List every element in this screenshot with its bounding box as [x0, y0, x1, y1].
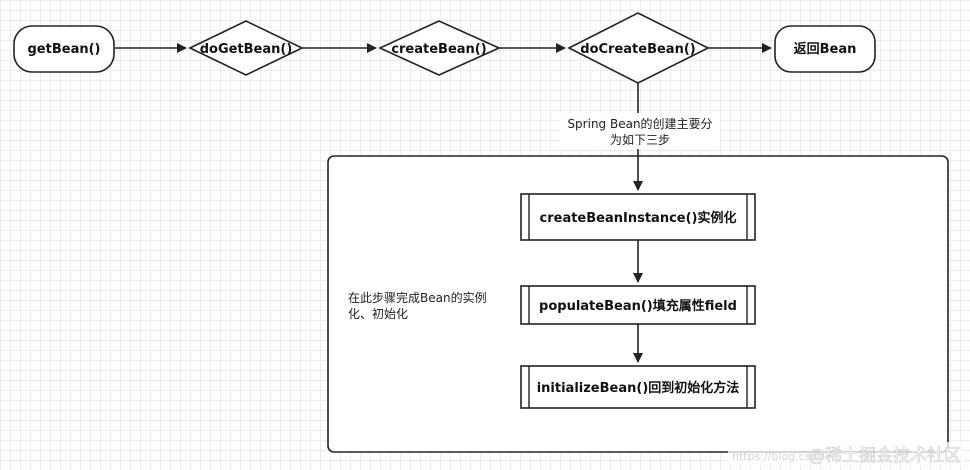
node-get-bean-label: getBean() — [28, 42, 101, 57]
node-do-get-bean-label: doGetBean() — [200, 42, 293, 57]
node-do-get-bean: doGetBean() — [188, 20, 304, 76]
node-return-bean: 返回Bean — [774, 25, 876, 73]
note-side-line2: 化、初始化 — [348, 307, 408, 321]
note-side: 在此步骤完成Bean的实例 化、初始化 — [348, 290, 487, 321]
node-do-create-bean: doCreateBean() — [567, 12, 710, 84]
node-return-bean-label: 返回Bean — [794, 42, 857, 57]
note-top-line2: 为如下三步 — [610, 132, 670, 147]
watermark-url: https://blog.csdn — [732, 450, 824, 463]
step-initialize-bean-label: initializeBean()回到初始化方法 — [537, 380, 740, 396]
step-populate-bean: populateBean()填充属性field — [520, 285, 756, 325]
node-get-bean: getBean() — [13, 25, 115, 73]
node-create-bean-label: createBean() — [391, 42, 486, 57]
note-top-line1: Spring Bean的创建主要分 — [567, 116, 712, 131]
node-create-bean: createBean() — [378, 20, 501, 76]
note-top: Spring Bean的创建主要分 为如下三步 — [560, 113, 720, 149]
step-create-bean-instance-label: createBeanInstance()实例化 — [540, 210, 737, 226]
node-do-create-bean-label: doCreateBean() — [580, 42, 695, 57]
watermark-brand: @稀土掘金技术社区 — [808, 446, 961, 466]
note-side-line1: 在此步骤完成Bean的实例 — [348, 290, 487, 305]
watermark: https://blog.csdn @稀土掘金技术社区 — [728, 442, 964, 466]
step-create-bean-instance: createBeanInstance()实例化 — [520, 193, 756, 241]
step-initialize-bean: initializeBean()回到初始化方法 — [520, 365, 756, 409]
step-populate-bean-label: populateBean()填充属性field — [539, 298, 737, 314]
